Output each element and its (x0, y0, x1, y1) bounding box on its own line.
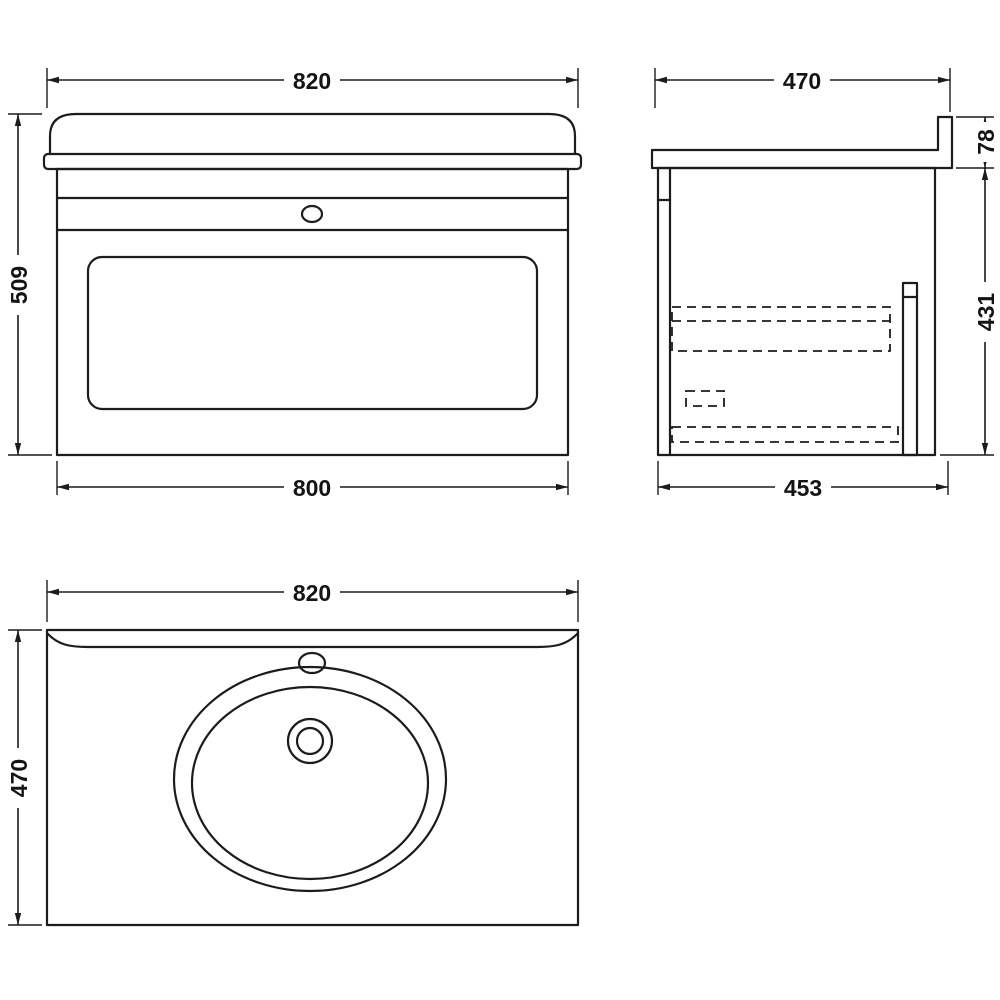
basin-front-profile (48, 112, 577, 157)
plan-view: 820 470 (5, 579, 580, 927)
dim-label-side-top-depth: 470 (783, 68, 821, 94)
front-view: 820 509 800 (5, 67, 583, 501)
overflow-outer-ring (286, 717, 334, 765)
fixing-block (685, 390, 725, 407)
dim-side-top-depth: 470 (654, 67, 951, 112)
dim-side-bottom-depth: 453 (657, 461, 949, 501)
drawer-front-panel (86, 255, 539, 411)
dim-label-plan-top-width: 820 (293, 580, 331, 606)
cabinet-front-outline (55, 167, 570, 457)
dim-label-front-bottom-width: 800 (293, 475, 331, 501)
overflow-inner-ring (295, 726, 325, 756)
cabinet-side-outline (656, 166, 937, 457)
wall-mounting-bracket (901, 281, 919, 457)
worktop-front-edge (42, 152, 583, 171)
basin-outer-rim (172, 665, 448, 893)
dim-front-left-height: 509 (5, 113, 52, 456)
dim-label-front-left-height: 509 (6, 266, 32, 304)
tap-hole (297, 651, 327, 675)
dim-front-bottom-width: 800 (56, 461, 569, 501)
dim-side-worktop-height: 78 (956, 116, 999, 169)
dim-label-side-worktop-height: 78 (973, 129, 999, 155)
dim-plan-top-width: 820 (46, 579, 579, 622)
worktop-front-edge-curve (45, 631, 580, 649)
dim-plan-left-depth: 470 (5, 629, 42, 926)
dim-front-top-width: 820 (46, 67, 579, 108)
drawer-runner-lower (671, 426, 899, 443)
side-view: 470 78 431 453 (650, 67, 999, 501)
dim-label-plan-left-depth: 470 (6, 759, 32, 797)
worktop-side-profile (650, 115, 954, 170)
drawer-runner-upper (671, 306, 891, 352)
worktop-plan-outline (45, 628, 580, 927)
dim-side-cabinet-height: 431 (940, 168, 999, 456)
dim-label-side-bottom-depth: 453 (784, 475, 822, 501)
basin-inner-bowl (190, 685, 430, 881)
dim-label-front-top-width: 820 (293, 68, 331, 94)
dim-label-side-cabinet-height: 431 (973, 293, 999, 332)
handle-recess (300, 204, 324, 224)
